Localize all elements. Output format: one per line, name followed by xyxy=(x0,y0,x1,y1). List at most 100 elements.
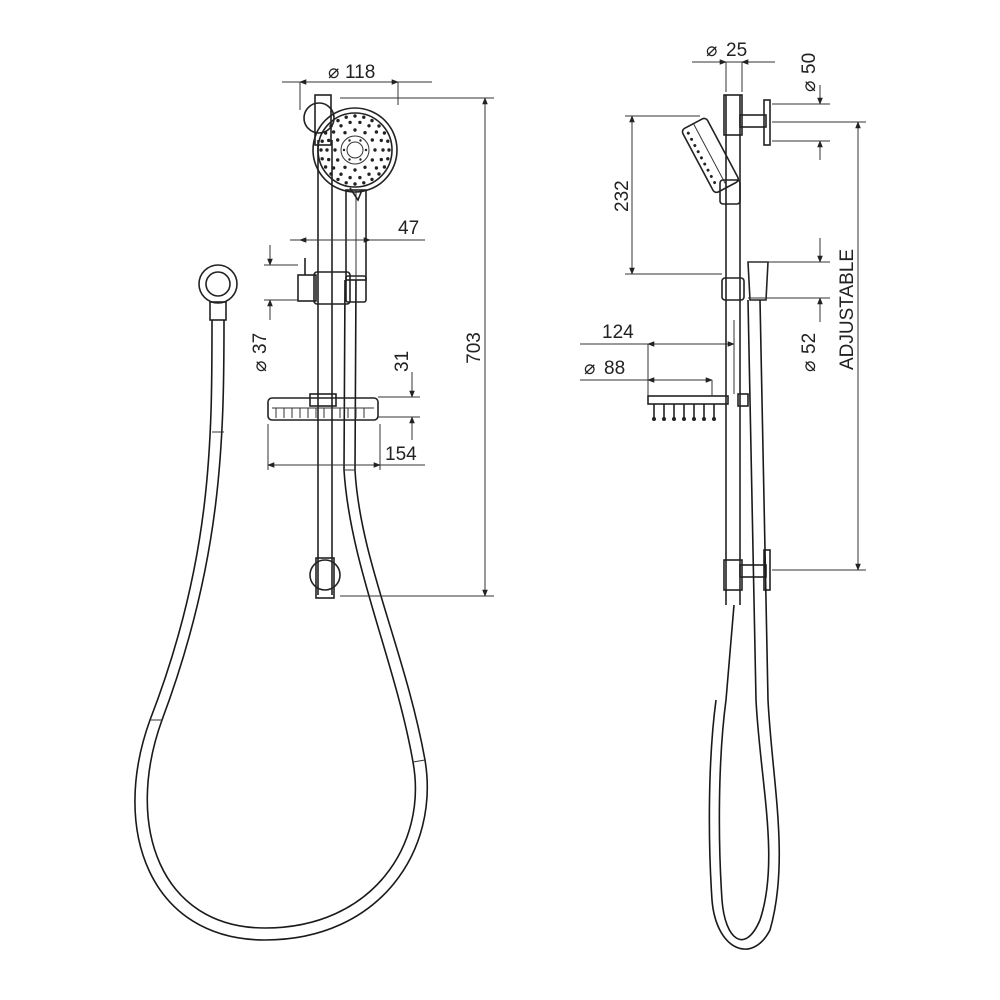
nozzle-dot xyxy=(386,157,390,161)
side-handle xyxy=(719,179,741,205)
nozzle-dot xyxy=(387,148,391,152)
nozzle-dot xyxy=(373,148,377,152)
dish-pin-tip xyxy=(692,417,696,421)
nozzle-dot xyxy=(363,165,367,169)
nozzle-dot xyxy=(686,131,690,135)
nozzle-dot xyxy=(386,139,390,143)
nozzle-dot xyxy=(382,165,387,169)
slider xyxy=(297,258,367,305)
nozzle-dot xyxy=(699,156,703,160)
nozzle-dot xyxy=(325,148,329,152)
dim-flange-diameter-symbol: ⌀ xyxy=(799,81,820,92)
nozzle-dot xyxy=(377,124,381,128)
dim-rail-offset: 47 xyxy=(398,218,419,239)
nozzle-dot xyxy=(343,165,347,169)
nozzle-dot xyxy=(382,131,387,135)
nozzle-dot xyxy=(348,158,351,161)
dim-dish-depth-symbol: ⌀ xyxy=(584,358,595,379)
dim-bracket-diameter-symbol: ⌀ xyxy=(706,40,717,61)
nozzle-dot xyxy=(706,168,710,172)
front-view xyxy=(134,94,429,941)
nozzle-dot xyxy=(329,172,333,176)
nozzle-dot xyxy=(370,177,374,182)
dim-dish-width: 154 xyxy=(385,444,417,465)
nozzle-dot xyxy=(709,174,713,178)
nozzle-dot xyxy=(323,131,328,135)
handpiece xyxy=(345,189,367,281)
dim-dish-height: 31 xyxy=(392,351,413,372)
nozzle-dot xyxy=(358,175,362,180)
nozzle-dot xyxy=(336,158,340,162)
nozzle-dot xyxy=(364,148,368,152)
dim-knob-diameter: 37 xyxy=(250,333,271,354)
bottom-wall-bracket xyxy=(309,557,341,599)
nozzle-dot xyxy=(696,150,700,154)
side-soap-dish xyxy=(647,393,749,421)
nozzle-dot xyxy=(693,144,697,148)
nozzle-dot xyxy=(367,124,371,128)
side-dimensions: ⌀ 25 ⌀ 50 232 ⌀ 52 ADJUSTABLE xyxy=(580,40,866,571)
shower-hose-inner xyxy=(146,279,417,929)
shower-hose xyxy=(134,279,429,941)
side-holder xyxy=(747,261,769,301)
nozzle-dot xyxy=(359,139,362,142)
nozzle-dot xyxy=(363,131,367,135)
dim-slider-diameter-symbol: ⌀ xyxy=(799,361,820,372)
top-wall-bracket xyxy=(303,94,335,146)
nozzle-dot xyxy=(379,157,383,162)
dim-knob-diameter-symbol: ⌀ xyxy=(250,361,271,372)
nozzle-dot xyxy=(362,115,366,119)
shower-head xyxy=(312,107,398,202)
nozzle-dot xyxy=(331,130,336,134)
hose-outlet-ring xyxy=(198,264,238,321)
nozzle-dot xyxy=(344,115,348,119)
nozzle-dot xyxy=(323,165,328,169)
nozzle-dot xyxy=(370,118,374,123)
nozzle-dot xyxy=(703,162,707,166)
dim-slider-diameter: 52 xyxy=(799,333,820,354)
dim-head-to-slider: 232 xyxy=(612,180,633,212)
soap-dish xyxy=(267,393,379,421)
nozzle-dot xyxy=(331,166,336,170)
nozzle-dot xyxy=(339,124,343,128)
nozzle-dot xyxy=(358,120,362,125)
nozzle-dot xyxy=(362,181,366,185)
nozzle-dot xyxy=(353,168,357,172)
nozzle-dot xyxy=(319,148,323,152)
dish-pin-tip xyxy=(712,417,716,421)
front-dimensions: ⌀ 118 703 47 ⌀ 37 31 154 xyxy=(250,62,494,597)
nozzle-dot xyxy=(343,131,347,135)
dim-flange-diameter: 50 xyxy=(799,53,820,74)
nozzle-dot xyxy=(329,124,333,128)
nozzle-dot xyxy=(333,148,337,152)
nozzle-dot xyxy=(336,177,340,182)
dish-pin-tip xyxy=(682,417,686,421)
nozzle-dot xyxy=(379,138,383,143)
dim-adjustable: ADJUSTABLE xyxy=(837,249,858,370)
nozzle-dot xyxy=(336,118,340,123)
nozzle-dot xyxy=(320,157,324,161)
nozzle-dot xyxy=(377,172,381,176)
nozzle-dot xyxy=(690,137,694,141)
dim-bracket-diameter: 25 xyxy=(726,40,747,61)
nozzle-dot xyxy=(344,181,348,185)
nozzle-dot xyxy=(367,172,371,176)
dim-head-diameter-symbol: ⌀ xyxy=(328,62,339,83)
nozzle-dot xyxy=(370,158,374,162)
shower-rail xyxy=(317,140,333,595)
nozzle-dot xyxy=(374,130,379,134)
nozzle-dot xyxy=(353,182,357,186)
nozzle-dot xyxy=(336,138,340,142)
nozzle-dot xyxy=(374,166,379,170)
dim-dish-projection: 124 xyxy=(602,322,634,343)
nozzle-dot xyxy=(348,175,352,180)
dish-pin-tip xyxy=(662,417,666,421)
nozzle-dot xyxy=(359,158,362,161)
nozzle-dot xyxy=(339,172,343,176)
dish-pin-tip xyxy=(672,417,676,421)
nozzle-dot xyxy=(348,139,351,142)
nozzle-dot xyxy=(348,120,352,125)
nozzle-dot xyxy=(342,148,346,152)
nozzle-dot xyxy=(353,128,357,132)
